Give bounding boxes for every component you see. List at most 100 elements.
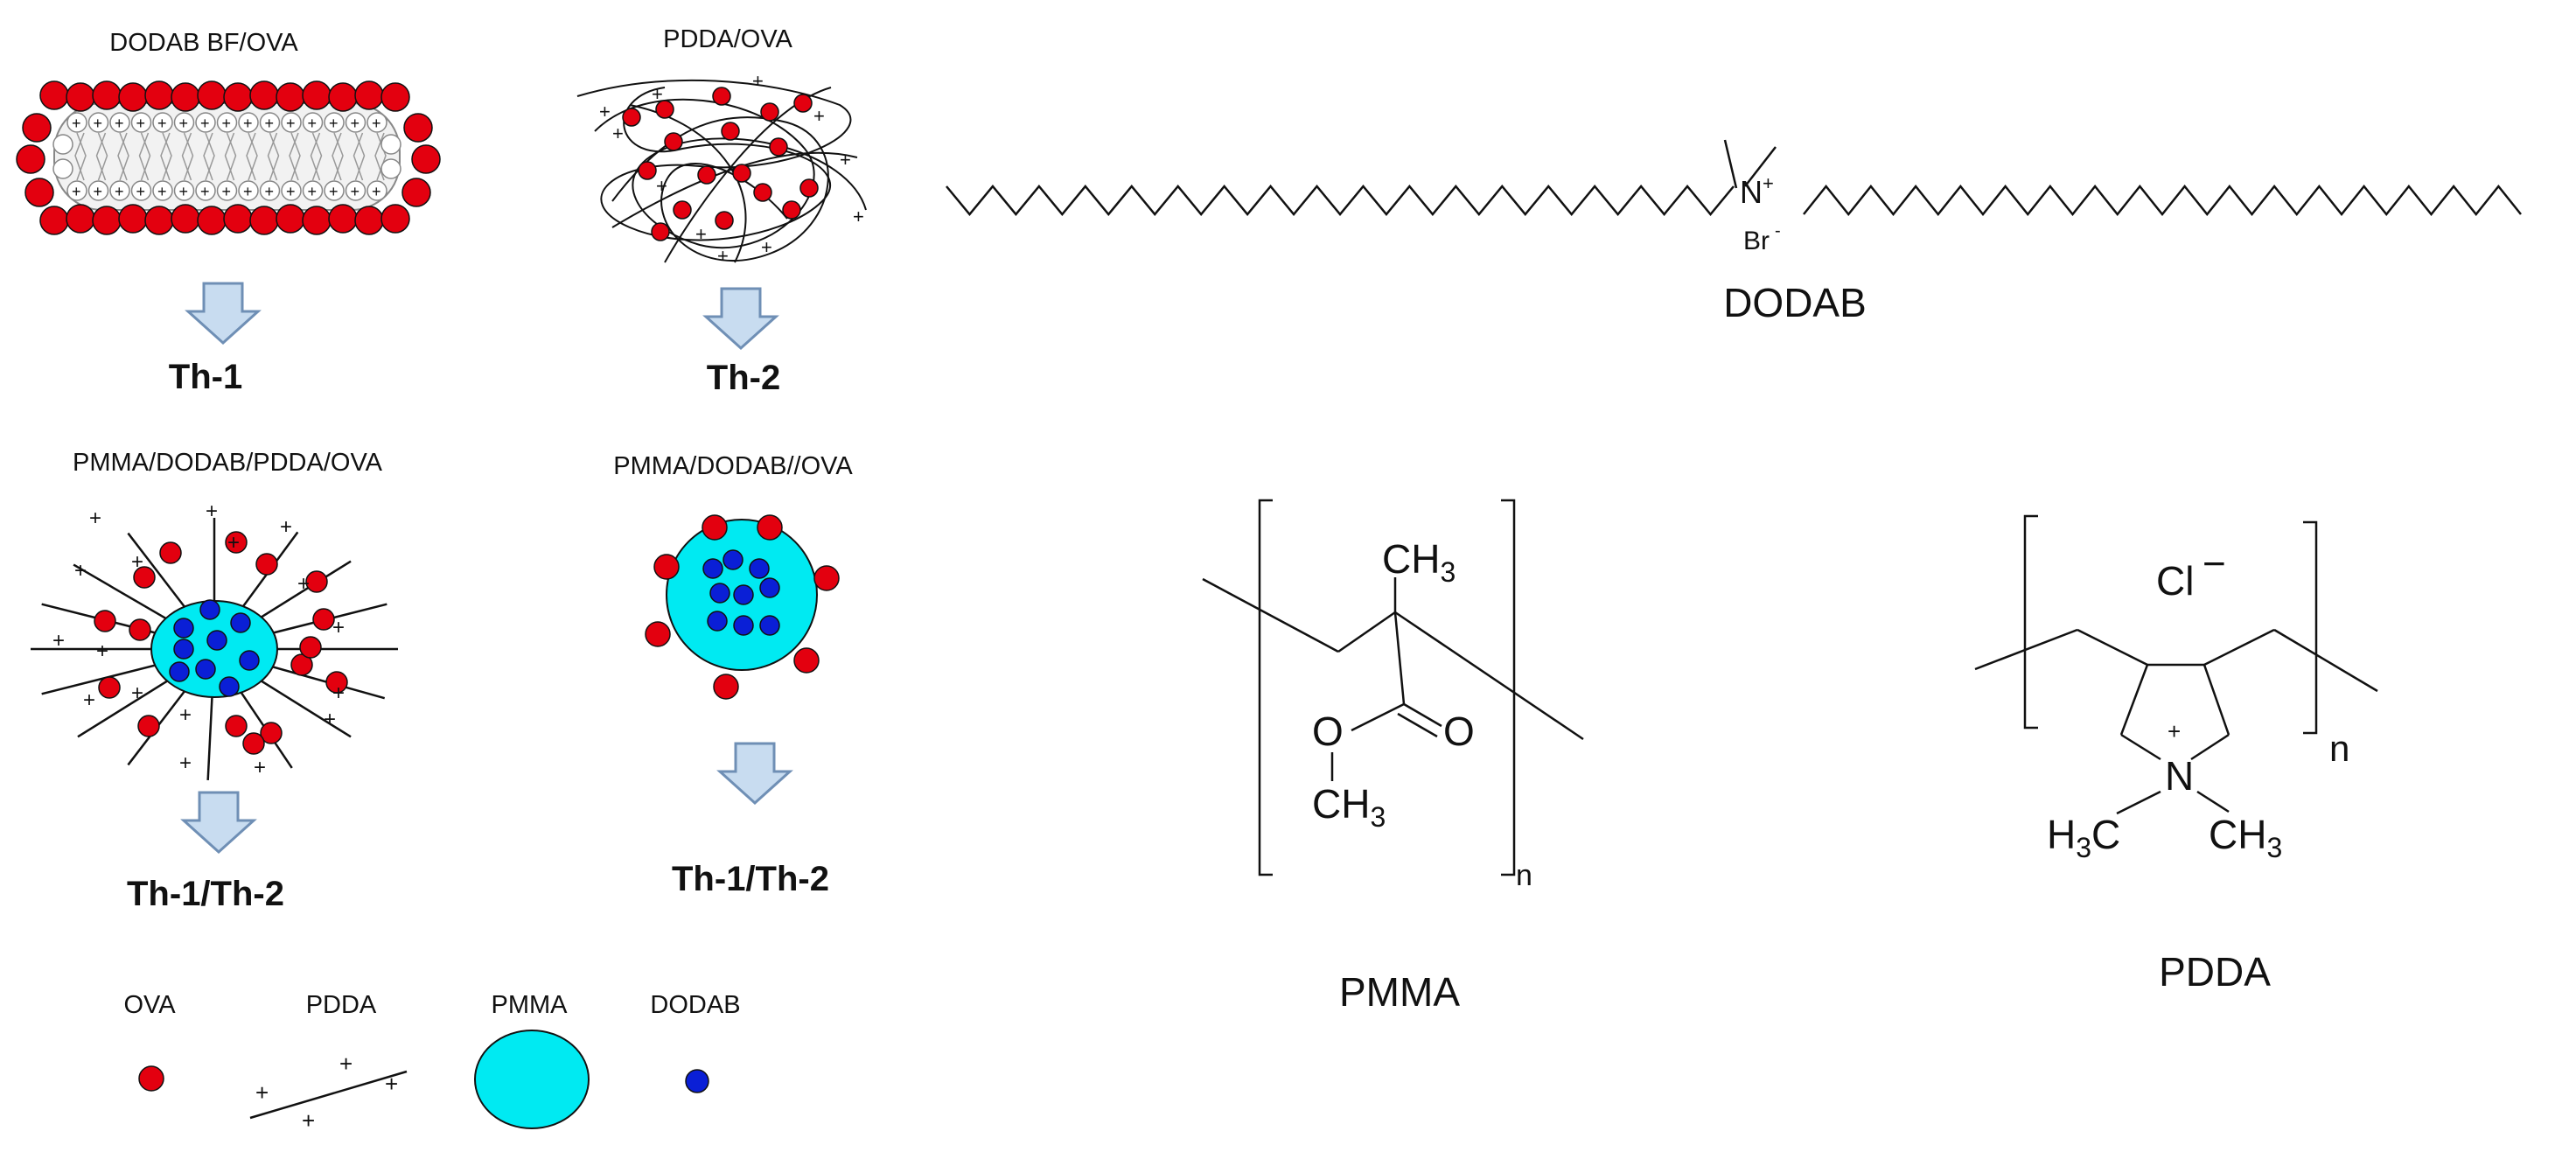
plus-mark: + — [351, 115, 360, 132]
ova-dot — [260, 722, 283, 744]
ova-dot — [92, 206, 122, 235]
dodab-dot — [733, 584, 754, 605]
plus-mark: + — [308, 115, 318, 132]
dodab-bromide: Br — [1743, 227, 1770, 255]
pdda-left-methyl: H3C — [2047, 812, 2120, 863]
ova-dot — [721, 122, 740, 141]
ova-dot — [793, 647, 820, 674]
legend-dodab-label: DODAB — [650, 991, 740, 1019]
ova-dot — [223, 204, 253, 234]
ova-dot — [242, 732, 265, 755]
pmma-labels: CH3 O O CH3 n PMMA — [1312, 536, 1532, 1015]
ova-dots — [645, 514, 840, 700]
ova-dot — [403, 113, 433, 143]
pmma-repeat-n: n — [1516, 859, 1532, 892]
ova-dot — [757, 514, 783, 541]
ova-dot — [39, 206, 69, 235]
ova-dot — [799, 178, 819, 198]
ova-dots — [622, 87, 819, 241]
plus-mark: + — [351, 183, 360, 200]
dodab-dot — [709, 583, 730, 604]
lipid-head — [302, 112, 324, 133]
ova-dot — [713, 674, 739, 700]
plus-mark: + — [136, 183, 146, 200]
lipid-head — [87, 180, 109, 201]
pdda-ova-label: PDDA/OVA — [663, 25, 792, 53]
dodab-dot — [173, 618, 194, 639]
plus-mark: + — [179, 183, 189, 200]
plus-mark: + — [612, 122, 624, 144]
lipid-head — [173, 180, 195, 201]
lipid-tail — [140, 132, 151, 181]
plus-mark: + — [94, 183, 103, 200]
lipid-tail — [374, 132, 385, 181]
ova-dot — [411, 144, 441, 174]
plus-mark: + — [94, 115, 103, 132]
ova-dot — [302, 206, 332, 235]
legend-ova-label: OVA — [123, 991, 176, 1019]
ova-dot — [133, 566, 156, 589]
lipid-head — [130, 180, 152, 201]
ova-dot — [664, 132, 683, 151]
ova-dot — [328, 82, 358, 112]
pdda-name: PDDA — [2159, 949, 2271, 995]
lipid-tail — [311, 132, 323, 181]
dodab-dots — [702, 549, 780, 636]
ova-dot — [66, 204, 95, 234]
ova-dot — [22, 113, 52, 143]
lipid-head — [380, 134, 401, 155]
down-arrow-icon — [718, 742, 792, 805]
ova-dot — [159, 541, 182, 564]
lipid-head — [345, 112, 367, 133]
ova-dot — [715, 211, 734, 230]
dodab-dot — [230, 612, 251, 633]
ova-dot — [92, 80, 122, 110]
pmma-carbonyl-o: O — [1443, 709, 1475, 754]
lipid-head — [259, 112, 281, 133]
ova-dot — [325, 671, 348, 694]
plus-mark: + — [115, 115, 124, 132]
ova-dot — [380, 204, 410, 234]
lipid-tail — [138, 132, 150, 181]
lipid-bilayer-icon: ++++++++++++++++++++++++++++++ — [52, 102, 401, 211]
pmma-structure — [1202, 499, 1584, 876]
ova-dot — [782, 200, 801, 220]
plus-mark: + — [332, 616, 345, 639]
lipid-head — [195, 180, 216, 201]
dodab-bromide-charge: - — [1775, 221, 1781, 241]
th1-label: Th-1 — [169, 358, 242, 396]
ova-dot — [223, 82, 253, 112]
ova-dot — [171, 204, 200, 234]
plus-mark: + — [72, 183, 81, 200]
plus-mark: + — [243, 115, 253, 132]
svg-text:+: + — [302, 1107, 315, 1134]
th1-th2-label-left: Th-1/Th-2 — [127, 875, 284, 913]
ova-dot — [144, 80, 174, 110]
plus-mark: + — [308, 183, 318, 200]
plus-mark: + — [813, 105, 825, 127]
dodab-structure: N + Br - DODAB — [946, 139, 2522, 325]
lipid-head — [216, 112, 238, 133]
ova-dot — [732, 164, 751, 183]
lipid-tail — [117, 132, 128, 181]
down-arrow-icon — [186, 282, 260, 345]
plus-mark: + — [206, 499, 218, 523]
ova-dot — [94, 610, 116, 632]
lipid-head — [195, 112, 216, 133]
plus-mark: + — [717, 245, 729, 267]
pdda-right-methyl: CH3 — [2209, 812, 2282, 863]
plus-mark: + — [265, 115, 275, 132]
plus-mark: + — [179, 115, 189, 132]
lipid-tail — [289, 132, 299, 181]
ova-dot — [16, 144, 45, 174]
lipid-tail — [226, 132, 237, 181]
lipid-head — [173, 112, 195, 133]
ova-dot — [328, 204, 358, 234]
ova-dot — [276, 204, 305, 234]
dodab-dot — [173, 639, 194, 660]
plus-mark: + — [265, 183, 275, 200]
ova-dot — [753, 183, 772, 202]
lipid-head — [281, 180, 302, 201]
lipid-tail — [376, 132, 387, 181]
